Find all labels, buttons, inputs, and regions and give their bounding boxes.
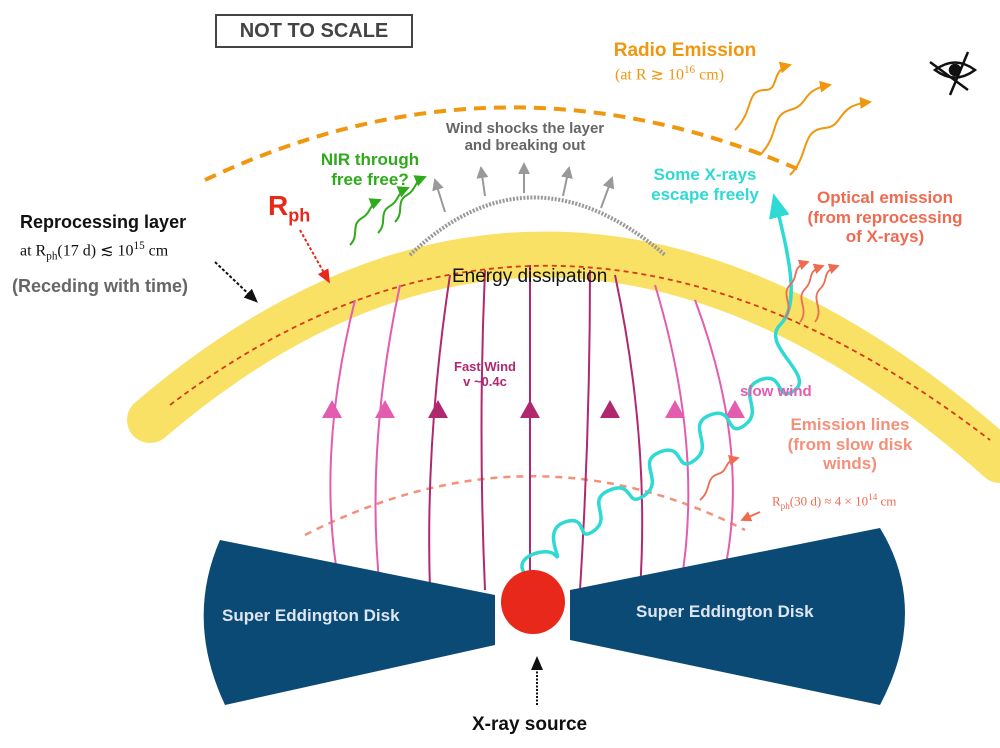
super-eddington-disk-right: [570, 528, 905, 705]
nir-squiggles: [349, 175, 427, 246]
optical-line1: Optical emission: [816, 188, 954, 207]
radio-emission-title: Radio Emission: [613, 40, 757, 61]
rph30-exp: 14: [868, 492, 878, 502]
rph-label: Rph: [268, 190, 310, 226]
nir-label: NIR through free free?: [295, 150, 445, 189]
radio-emission-condition: (at R ≳ 1016 cm): [615, 64, 724, 84]
disk-left-label: Super Eddington Disk: [222, 606, 400, 625]
rph30-mid: (30 d) ≈ 4 × 10: [789, 493, 869, 509]
nir-line1: NIR through: [320, 150, 420, 169]
xray-wave: [520, 193, 802, 580]
xray-escape-label: Some X-rays escape freely: [630, 165, 780, 204]
rph30-dashed-arc: [304, 475, 746, 537]
reprocessing-radius-exp: 15: [133, 240, 145, 252]
shock-arc: [408, 195, 667, 257]
shocks-label: Wind shocks the layer and breaking out: [430, 120, 620, 155]
reprocessing-radius-pre: at R: [20, 242, 47, 260]
wind-lines: [329, 265, 734, 591]
fast-wind-line2: v ~0.4c: [463, 373, 507, 389]
radio-emission-label: Radio Emission: [600, 40, 770, 62]
reprocessing-arrow: [214, 261, 258, 303]
optical-line3: of X-rays): [845, 227, 925, 247]
reprocessing-radius-sub: ph: [46, 250, 58, 263]
photosphere-dashed-line: [169, 264, 991, 441]
super-eddington-disk-left: [203, 540, 495, 705]
nir-line2: free free?: [331, 169, 409, 189]
rph-main: R: [268, 190, 289, 221]
reprocessing-radius-post: cm: [144, 242, 169, 260]
radio-condition-pre: (at R ≳ 10: [615, 66, 684, 84]
observer-eye-icon: [929, 51, 978, 96]
radio-condition-exp: 16: [683, 64, 696, 76]
shock-arrows: [432, 162, 615, 213]
wind-triangles: [322, 400, 745, 418]
rph30-label: Rph(30 d) ≈ 4 × 1014 cm: [772, 492, 896, 511]
reprocessing-layer-radius: at Rph(17 d) ≲ 1015 cm: [20, 240, 168, 263]
energy-dissipation-label: Energy dissipation: [452, 266, 608, 287]
reprocessing-radius-mid: (17 d) ≲ 10: [57, 242, 134, 260]
rph30-pre: R: [772, 493, 781, 509]
shocks-line1: Wind shocks the layer: [445, 120, 605, 137]
emission-lines-label: Emission lines (from slow disk winds): [765, 415, 935, 474]
fast-wind-line1: Fast Wind: [454, 359, 516, 374]
reprocessing-layer-band: [127, 231, 1000, 483]
xray-source-label: X-ray source: [472, 714, 588, 735]
rph30-post: cm: [877, 493, 897, 509]
optical-squiggles: [784, 259, 840, 323]
not-to-scale-badge: NOT TO SCALE: [215, 14, 413, 48]
rph-arrow: [299, 229, 330, 284]
optical-line2: (from reprocessing: [807, 207, 963, 227]
emission-lines-line3: winds): [823, 454, 877, 474]
rph30-arrow: [740, 511, 761, 522]
radio-condition-post: cm): [695, 66, 725, 84]
xray-escape-line1: Some X-rays: [653, 165, 757, 184]
rph30-sub: ph: [780, 500, 790, 511]
reprocessing-layer-title: Reprocessing layer: [20, 212, 187, 232]
radio-shell-dashed-arc: [204, 105, 801, 182]
radio-squiggles: [734, 61, 872, 176]
shocks-line2: and breaking out: [464, 137, 586, 155]
emission-lines-line2: (from slow disk: [787, 434, 913, 454]
disk-right-label: Super Eddington Disk: [636, 602, 814, 621]
xray-source-circle: [501, 570, 565, 634]
emission-lines-line1: Emission lines: [790, 415, 910, 434]
emission-line-squiggle: [699, 454, 740, 501]
reprocessing-layer-note: (Receding with time): [12, 276, 189, 296]
fast-wind-label: Fast Wind v ~0.4c: [440, 359, 530, 390]
rph-sub: ph: [288, 205, 311, 226]
optical-emission-label: Optical emission (from reprocessing of X…: [795, 188, 975, 247]
xray-escape-line2: escape freely: [651, 184, 759, 204]
slow-wind-label: slow wind: [740, 383, 812, 400]
